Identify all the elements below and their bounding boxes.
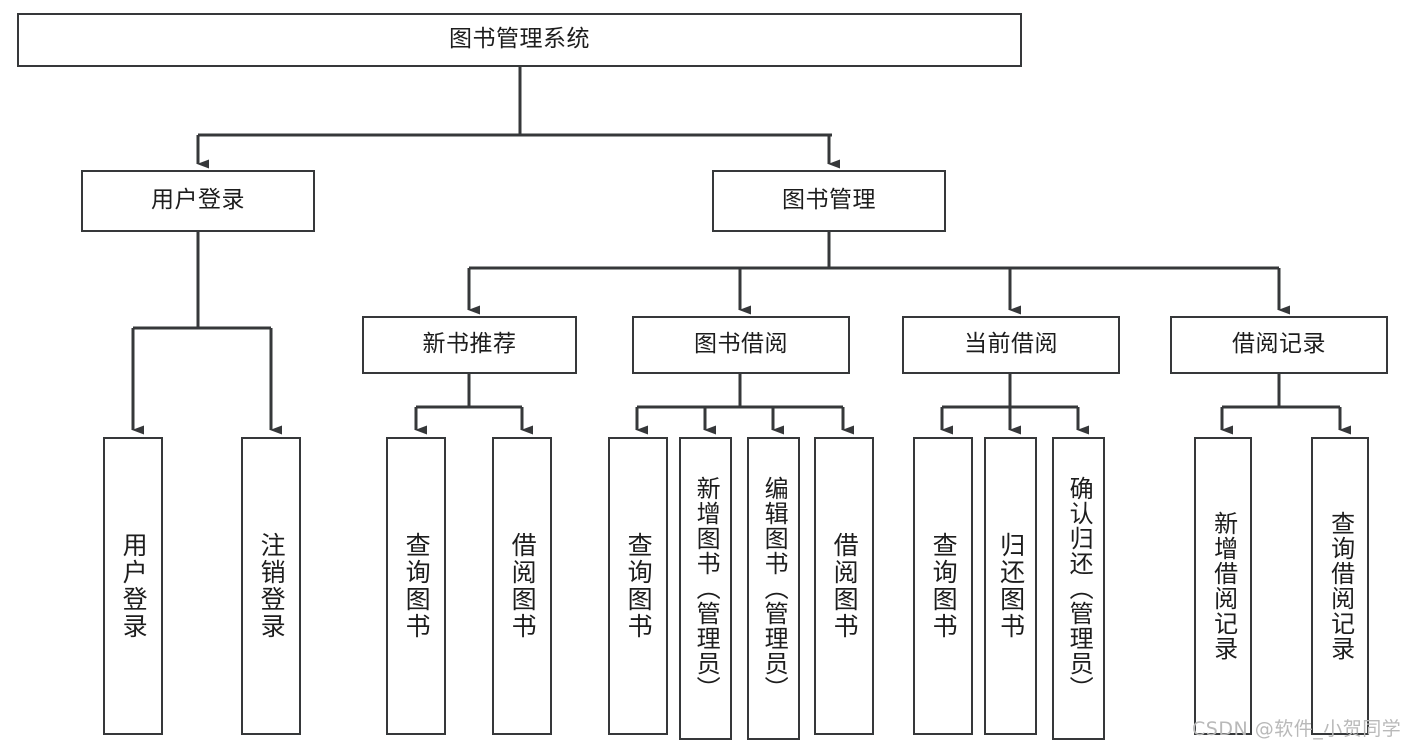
leaf-query-book-borrow[interactable]: 查询图书 bbox=[608, 437, 668, 735]
node-label: 新增借阅记录 bbox=[1209, 511, 1238, 661]
leaf-query-borrow-record[interactable]: 查询借阅记录 bbox=[1311, 437, 1369, 735]
node-label: 编辑图书（管理员） bbox=[760, 476, 789, 701]
leaf-logout-login[interactable]: 注销登录 bbox=[241, 437, 301, 735]
leaf-return-book[interactable]: 归还图书 bbox=[984, 437, 1037, 735]
node-borrow-record[interactable]: 借阅记录 bbox=[1170, 316, 1388, 374]
leaf-borrow-book-recommend[interactable]: 借阅图书 bbox=[492, 437, 552, 735]
node-label: 查询图书 bbox=[402, 532, 432, 640]
node-label: 借阅图书 bbox=[508, 532, 538, 640]
leaf-add-book-admin[interactable]: 新增图书（管理员） bbox=[679, 437, 732, 740]
node-label: 用户登录 bbox=[151, 187, 245, 214]
node-new-book-recommend[interactable]: 新书推荐 bbox=[362, 316, 577, 374]
node-label: 新书推荐 bbox=[422, 331, 517, 358]
node-label: 图书管理 bbox=[782, 187, 876, 214]
node-book-management[interactable]: 图书管理 bbox=[712, 170, 946, 232]
node-label: 注销登录 bbox=[257, 532, 287, 640]
leaf-query-book-current[interactable]: 查询图书 bbox=[913, 437, 973, 735]
node-label: 用户登录 bbox=[119, 532, 149, 640]
node-label: 图书借阅 bbox=[694, 331, 788, 358]
leaf-borrow-book[interactable]: 借阅图书 bbox=[814, 437, 874, 735]
node-label: 归还图书 bbox=[996, 532, 1026, 640]
leaf-user-login[interactable]: 用户登录 bbox=[103, 437, 163, 735]
node-label: 借阅记录 bbox=[1232, 331, 1326, 358]
node-current-borrow[interactable]: 当前借阅 bbox=[902, 316, 1120, 374]
csdn-watermark: CSDN @软件_小贺同学 bbox=[1192, 718, 1402, 740]
node-label: 图书管理系统 bbox=[449, 26, 590, 53]
node-label: 确认归还（管理员） bbox=[1065, 476, 1094, 701]
node-label: 当前借阅 bbox=[964, 331, 1058, 358]
node-book-borrow[interactable]: 图书借阅 bbox=[632, 316, 850, 374]
leaf-query-book-recommend[interactable]: 查询图书 bbox=[386, 437, 446, 735]
node-root-book-management-system[interactable]: 图书管理系统 bbox=[17, 13, 1022, 67]
leaf-confirm-return-admin[interactable]: 确认归还（管理员） bbox=[1052, 437, 1105, 740]
leaf-add-borrow-record[interactable]: 新增借阅记录 bbox=[1194, 437, 1252, 735]
node-label: 查询图书 bbox=[624, 532, 654, 640]
leaf-edit-book-admin[interactable]: 编辑图书（管理员） bbox=[747, 437, 800, 740]
node-label: 查询借阅记录 bbox=[1326, 511, 1355, 661]
node-label: 新增图书（管理员） bbox=[692, 476, 721, 701]
node-user-login[interactable]: 用户登录 bbox=[81, 170, 315, 232]
node-label: 查询图书 bbox=[929, 532, 959, 640]
node-label: 借阅图书 bbox=[830, 532, 860, 640]
